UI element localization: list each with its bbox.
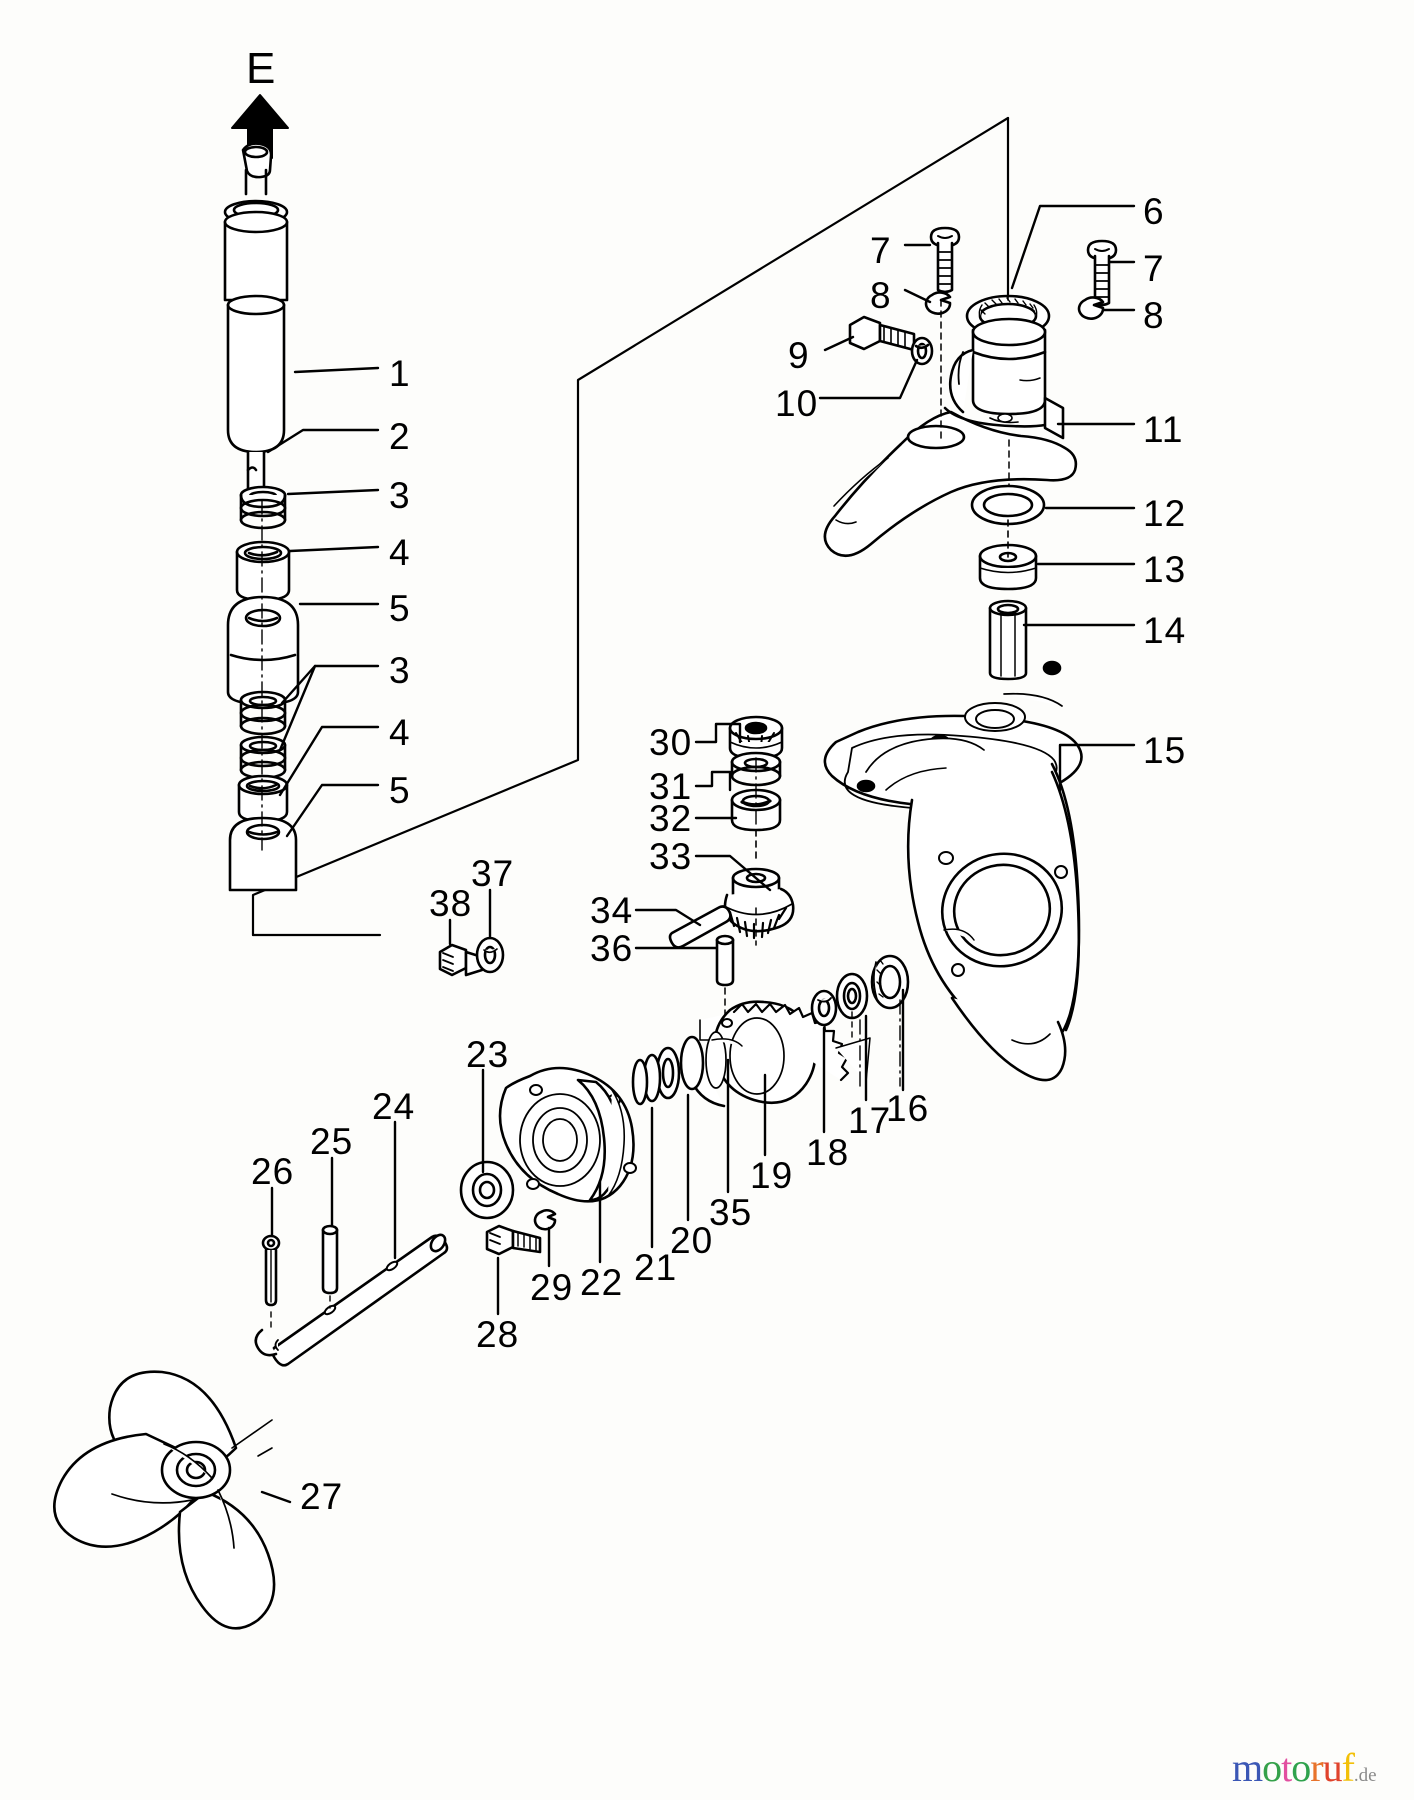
part-3-spring-upper [239,485,287,530]
part-18-washer [810,989,838,1027]
callout-4: 4 [389,532,411,573]
callout-3-lower: 3 [389,650,411,691]
part-35-forward-gear [679,1000,850,1108]
callout-11: 11 [1143,409,1184,450]
callout-32: 32 [649,798,693,839]
callout-3: 3 [389,475,411,516]
part-9-bolt [848,315,916,352]
wm-letter-f: f [1341,1745,1355,1790]
wm-letter-u: u [1322,1745,1343,1790]
callout-25: 25 [310,1121,354,1162]
part-13-bushing [978,519,1038,591]
callout-14: 14 [1143,610,1187,651]
part-23-oil-seal [459,1160,515,1220]
callout-23: 23 [466,1034,510,1075]
callout-4-lower: 4 [389,712,411,753]
callout-26: 26 [251,1151,295,1192]
callout-7-left: 7 [870,230,892,271]
callout-7-right: 7 [1143,248,1165,289]
callout-31: 31 [649,766,693,807]
callout-5: 5 [389,588,411,629]
wm-letter-o1: o [1262,1745,1282,1790]
part-8-eclip-left [924,291,952,315]
callout-16: 16 [886,1088,930,1129]
callout-35: 35 [709,1192,753,1233]
callout-19: 19 [750,1155,794,1196]
part-1-cylinder [223,142,289,507]
callout-2: 2 [389,416,411,457]
part-15-gearcase [823,660,1083,1082]
part-37-washer [475,936,505,974]
wm-letter-t: t [1281,1745,1292,1790]
wm-letter-o2: o [1291,1745,1311,1790]
part-20-shim [631,1053,662,1106]
part-27-propeller [53,1370,276,1630]
part-5-rubber-cap-lower [228,816,298,892]
part-26-cotter-pin [261,1234,281,1331]
part-29-clip [533,1209,557,1231]
callout-33: 33 [649,836,693,877]
part-7-screw-left [929,226,961,294]
part-17-bearing [835,972,871,1083]
callout-22: 22 [580,1262,624,1303]
callout-20: 20 [670,1220,714,1261]
callout-36: 36 [590,928,634,969]
callout-12: 12 [1143,493,1187,534]
callout-21: 21 [634,1247,678,1288]
part-3-spring-lower-a [239,690,287,736]
callout-15: 15 [1143,730,1187,771]
part-19-bearing [655,1046,681,1100]
part-12-thrust-ring [970,484,1046,526]
part-11-swivel-housing [823,119,1078,558]
callout-28: 28 [476,1314,520,1355]
callout-29: 29 [530,1267,574,1308]
callout-38: 38 [429,883,473,924]
callout-13: 13 [1143,549,1187,590]
callout-34: 34 [590,890,634,931]
part-24-propeller-shaft [254,1233,449,1367]
part-34-dowel-pin [668,905,732,949]
part-10-washer [910,336,934,366]
wm-suffix: .de [1353,1765,1377,1786]
callout-8-right: 8 [1143,295,1165,336]
callout-30: 30 [649,722,693,763]
callout-24: 24 [372,1086,416,1127]
part-4-bushing-upper [235,540,291,602]
part-8-eclip-right [1077,296,1105,320]
leader-lines [260,204,1136,1504]
part-14-spacer-tube [988,599,1028,681]
part-3-spring-lower-b [239,735,287,780]
callout-37: 37 [471,853,515,894]
part-25-pin [321,1224,339,1309]
part-28-screw [485,1224,542,1256]
wm-letter-m: m [1232,1745,1263,1790]
callout-18: 18 [806,1132,850,1173]
construction-lines [261,499,901,1091]
callout-17: 17 [848,1100,892,1141]
wm-letter-r: r [1310,1745,1323,1790]
callout-1: 1 [389,353,411,394]
callout-27: 27 [300,1476,344,1517]
part-16-oil-seal [870,954,910,1010]
orientation-label-E: E [246,44,276,93]
part-7-screw-right [1086,239,1118,307]
callout-9: 9 [788,335,810,376]
part-33-pinion-gear [723,829,795,946]
part-21-gasket [576,1078,626,1202]
part-38-screw [438,943,484,977]
callout-5-lower: 5 [389,770,411,811]
part-4-bushing-lower [237,774,289,823]
callout-8-left: 8 [870,275,892,316]
callout-6: 6 [1143,191,1165,232]
motoruf-watermark: motoruf.de [1232,1744,1377,1791]
callout-10: 10 [775,383,819,424]
part-5-rubber-cap-upper [226,595,300,706]
